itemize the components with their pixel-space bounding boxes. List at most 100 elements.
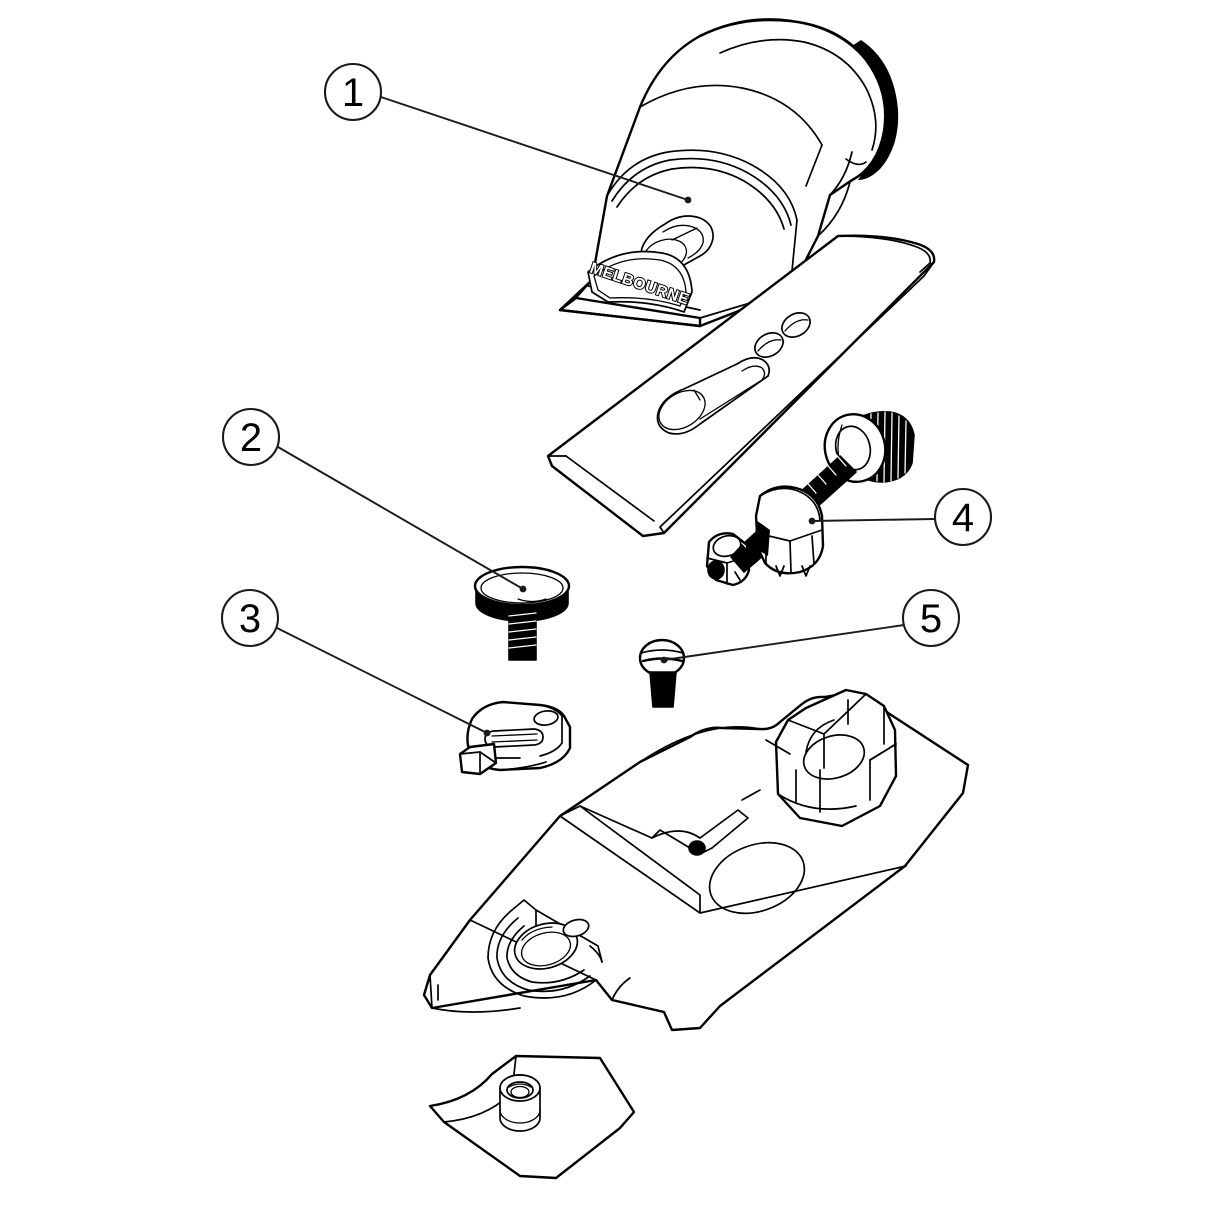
part-plane-iron-blade [546, 234, 936, 538]
callout-1[interactable]: 1 [323, 62, 692, 204]
brand-badge-inner [593, 258, 687, 307]
adjuster-rod-threads [801, 449, 847, 494]
adjuster-yoke-tooth-a [775, 565, 785, 577]
lever-cap-panel-left [591, 195, 608, 281]
callout-1-leader [380, 96, 689, 201]
lever-cap-recess-arc-inner2 [616, 166, 785, 230]
base-plate-bottom-left-edge [443, 1121, 521, 1177]
front-mouth-rim-outer [487, 909, 597, 999]
callout-3-bubble[interactable] [220, 588, 280, 648]
blade-hole-lower-inner [757, 339, 782, 352]
callout-4-number: 4 [952, 496, 974, 540]
callout-2-leader [277, 446, 524, 590]
blade-hole-lower [754, 332, 784, 358]
lever-cap-facet-right-c [817, 181, 851, 237]
callout-layer: 1 2 3 4 [220, 62, 993, 737]
callout-5-anchor-dot [660, 656, 668, 664]
callout-5-leader [663, 624, 905, 661]
blade-small-holes [754, 312, 811, 358]
lever-cap-shadow [849, 40, 899, 180]
blade-keyhole-round [658, 389, 706, 431]
plane-body-left-corner [429, 974, 433, 1009]
callout-5[interactable]: 5 [660, 588, 961, 664]
boss-thread-crest [508, 1083, 532, 1088]
lever-cap-facet-right-b [805, 144, 823, 187]
front-mouth-bore-shade [521, 926, 553, 941]
callout-3-anchor-dot [483, 729, 491, 737]
adjuster-yoke-band-mid [789, 540, 792, 573]
callout-5-bubble[interactable] [901, 588, 961, 648]
lever-cap-recess-arc-outer [606, 149, 798, 221]
front-mouth-rim-mid [496, 917, 591, 993]
adjuster-yoke-band-right [811, 535, 815, 565]
base-plate-bottom-edge [555, 1127, 621, 1179]
adjuster-pivot-top-boss [712, 534, 742, 558]
blade-hole-upper [781, 312, 811, 338]
plane-body-front-mouth [487, 899, 603, 999]
blade-keyhole-notch [693, 389, 701, 401]
plane-body-bed-pin [688, 840, 706, 856]
callout-4-leader [811, 518, 936, 522]
lever-cap-dome-inner [719, 38, 877, 151]
blade-top-arc [837, 235, 932, 264]
screw-shank-top [649, 671, 677, 677]
throat-block-left-tab [765, 739, 791, 755]
lever-cap-facet-right-d [845, 158, 867, 166]
plane-body-bed-ramp [699, 809, 749, 849]
front-mouth-corner [589, 945, 603, 963]
cam-slot-inner-a [491, 733, 538, 737]
part-lateral-adjust-cam [458, 700, 572, 776]
callout-1-bubble[interactable] [323, 62, 383, 122]
blade-keyhole-outline [656, 356, 771, 435]
front-mouth-tab [511, 899, 537, 927]
cam-bottom-arc [499, 761, 547, 771]
throat-block-hole [802, 734, 866, 780]
base-plate-left-thickness [429, 1105, 445, 1123]
callout-2-number: 2 [240, 416, 262, 460]
thumbscrew-shaft [508, 605, 537, 661]
plane-body-heel-notch-b [699, 1005, 721, 1029]
lever-cap-brand-badge: MELBOURNE [587, 250, 693, 313]
adjuster-knob-flange-inner [834, 425, 872, 471]
callout-3-number: 3 [239, 597, 261, 641]
part-slotted-screw [638, 638, 686, 708]
cam-lug-hole [533, 710, 559, 726]
plane-body-bed-top [741, 789, 761, 801]
front-mouth-rim-inner [506, 925, 585, 984]
adjuster-pivot-block [705, 532, 751, 587]
part-lever-cap: MELBOURNE [558, 18, 899, 328]
part-plane-body [422, 688, 970, 1032]
part-lever-cap-thumbscrew [473, 565, 571, 661]
blade-keyhole-slot [656, 356, 771, 435]
front-mouth-bore-inner [520, 931, 572, 967]
callout-1-anchor-dot [684, 196, 692, 204]
lever-cap-facet-upper [639, 84, 823, 146]
lever-cap-facet-right-a [829, 151, 853, 196]
callout-2[interactable]: 2 [221, 407, 527, 593]
base-plate-right-thickness [619, 1111, 635, 1129]
callout-4[interactable]: 4 [808, 487, 993, 547]
lever-cap-recess-arc-inner [611, 157, 792, 226]
blade-hole-upper-inner [784, 319, 809, 332]
plane-body-throat-block [765, 688, 898, 828]
plane-body-front-nose-arc [639, 726, 761, 763]
callout-4-bubble[interactable] [933, 487, 993, 547]
lever-cap-dome-seam [698, 18, 887, 183]
adjuster-pivot-facet [734, 571, 741, 581]
plane-body-heel-notch-a [663, 1011, 673, 1031]
adjuster-yoke-shadow [755, 520, 770, 556]
callout-4-anchor-dot [808, 517, 816, 525]
callout-3[interactable]: 3 [220, 588, 491, 737]
callout-1-number: 1 [342, 71, 364, 115]
boss-bottom-curve [499, 1109, 541, 1124]
cam-slot-inner-b [491, 739, 538, 743]
part-base-plate [428, 1054, 636, 1180]
thumbscrew-top-sheen [517, 598, 547, 603]
thumbscrew-top-inner-ring [480, 572, 564, 604]
brand-badge-plate [587, 250, 693, 313]
plane-body-left-tip [423, 974, 431, 996]
blade-keyhole-inner-edge [699, 365, 766, 420]
callout-2-bubble[interactable] [221, 407, 281, 467]
callout-5-number: 5 [920, 597, 942, 641]
